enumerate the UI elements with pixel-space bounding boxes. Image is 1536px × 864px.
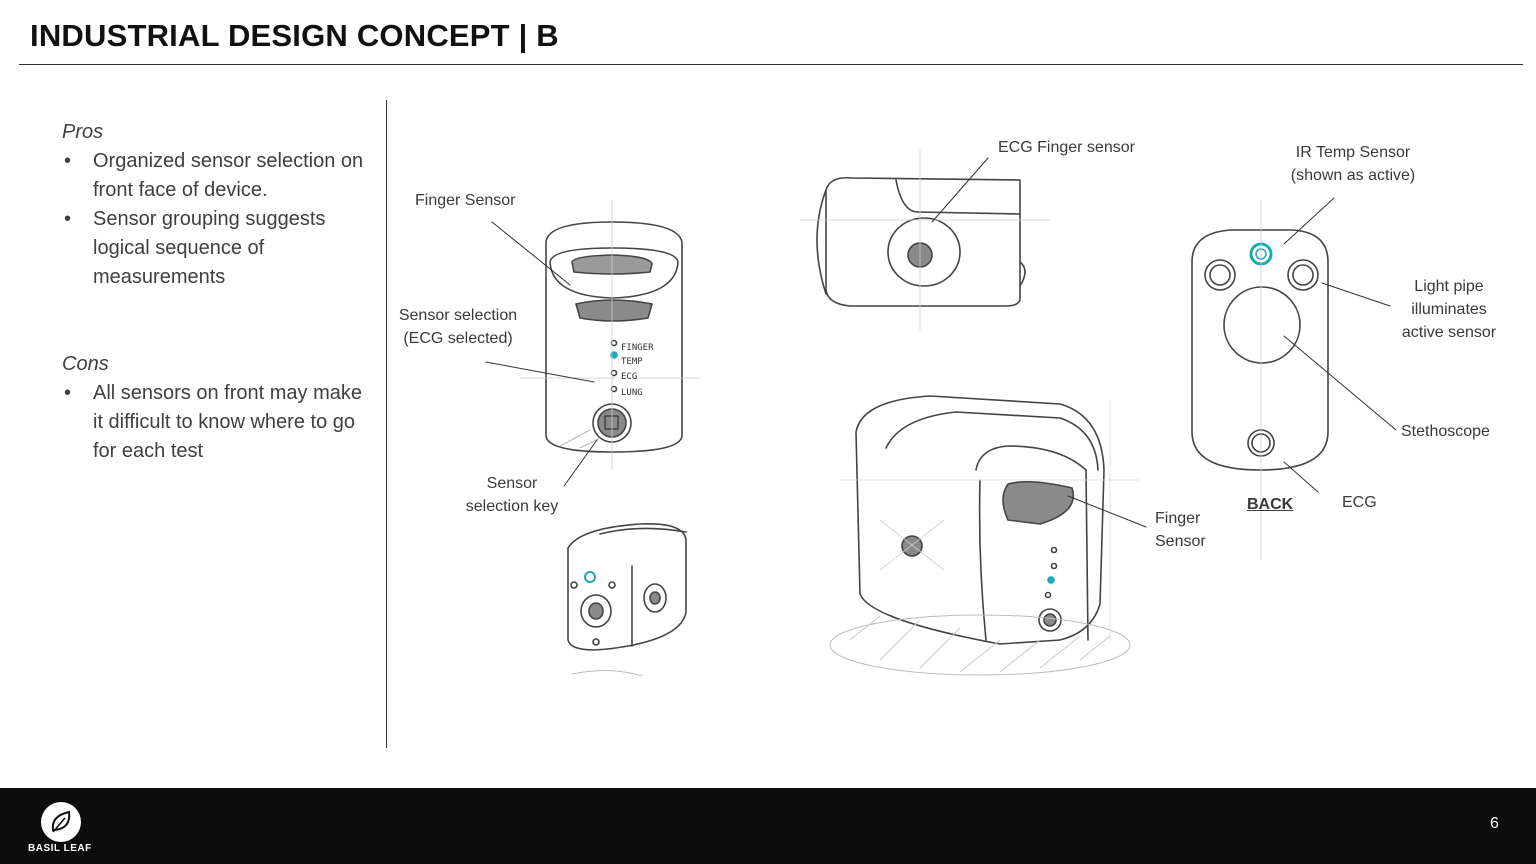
footer-bar: [0, 788, 1536, 864]
pros-list: Organized sensor selection on front face…: [62, 147, 372, 292]
device-text-lung: LUNG: [621, 388, 643, 398]
label-back: BACK: [1247, 496, 1294, 513]
front-view-sketch: [519, 199, 701, 471]
cons-list: All sensors on front may make it difficu…: [62, 379, 372, 466]
brand-name: BASIL LEAF: [28, 843, 92, 854]
back-view-sketch: [1191, 199, 1329, 561]
label-ecg: ECG: [1342, 494, 1377, 511]
title-divider: [19, 64, 1523, 65]
slide-title: INDUSTRIAL DESIGN CONCEPT | B: [30, 18, 559, 53]
leader-lines: [485, 157, 1397, 528]
pros-item: Organized sensor selection on front face…: [62, 147, 372, 205]
leaf-icon: [41, 802, 81, 842]
device-sketches: FINGER TEMP ECG LUNG: [485, 149, 1397, 677]
label-ir-temp-sensor: IR Temp Sensor (shown as active): [1290, 144, 1416, 184]
vertical-divider: [386, 100, 387, 748]
device-text-finger: FINGER: [621, 343, 654, 353]
label-sensor-selection-key: Sensor selection key: [465, 475, 559, 515]
cons-item: All sensors on front may make it difficu…: [62, 379, 372, 466]
device-text-ecg: ECG: [621, 372, 637, 382]
label-finger-sensor-bottom: Finger Sensor: [1155, 510, 1206, 550]
page-number: 6: [1490, 815, 1499, 832]
label-finger-sensor: Finger Sensor: [415, 192, 516, 209]
pros-cons-panel: Pros Organized sensor selection on front…: [62, 118, 372, 466]
pros-heading: Pros: [62, 121, 104, 143]
cons-block: Cons All sensors on front may make it di…: [62, 350, 372, 466]
side-view-sketch: [799, 149, 1051, 331]
label-ecg-finger-sensor: ECG Finger sensor: [998, 139, 1135, 156]
label-light-pipe: Light pipe illuminates active sensor: [1401, 278, 1497, 341]
device-text-temp: TEMP: [621, 357, 643, 367]
small-perspective-sketch: [567, 523, 687, 677]
cons-heading: Cons: [62, 353, 109, 375]
label-stethoscope: Stethoscope: [1401, 423, 1490, 440]
large-perspective-sketch: [829, 395, 1141, 676]
label-sensor-selection: Sensor selection (ECG selected): [398, 307, 518, 347]
pros-item: Sensor grouping suggests logical sequenc…: [62, 205, 372, 292]
